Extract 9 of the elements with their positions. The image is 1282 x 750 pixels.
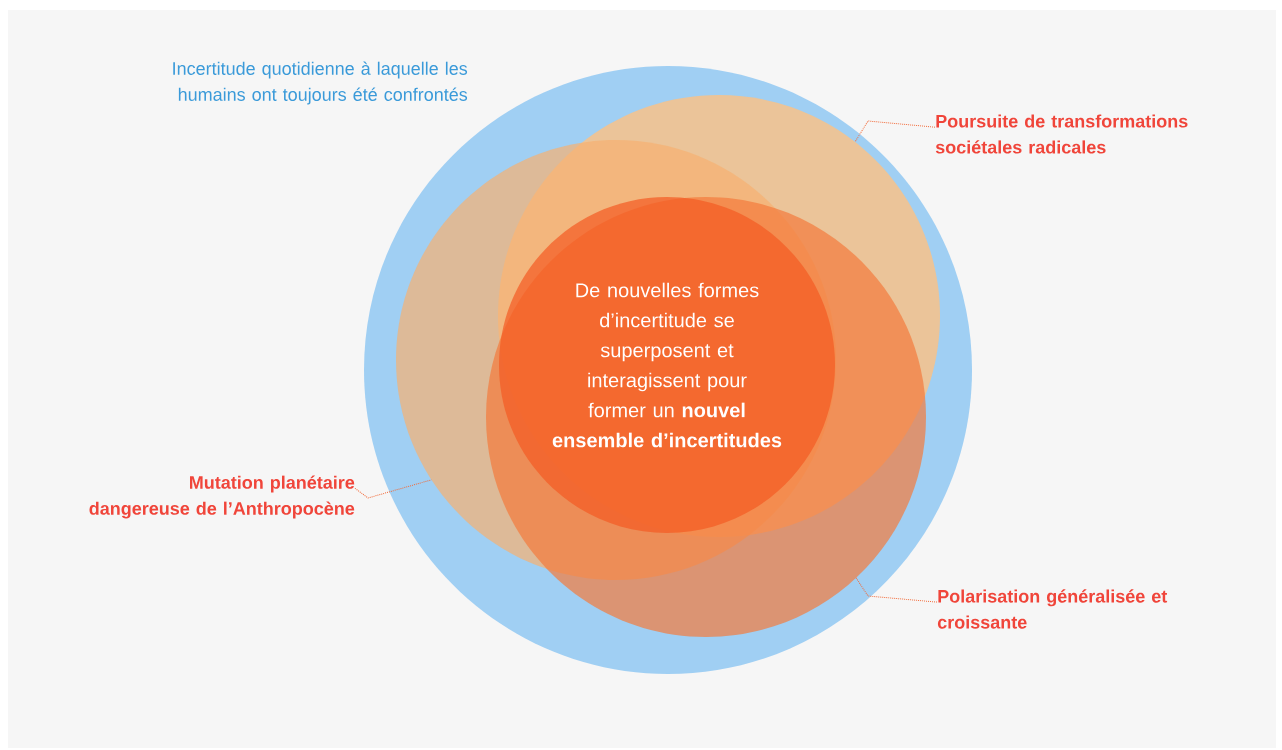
leader-line — [354, 479, 432, 499]
text-label: Incertitude quotidienne à laquelle les humains ont toujours été confrontés — [173, 61, 468, 105]
circle — [499, 197, 835, 533]
center-text: De nouvelles formes d’incertitude se superposent et interagissent pour former un nouvel ensemble d’incertitudes — [552, 282, 782, 448]
leader-line — [855, 577, 938, 603]
leader-line — [854, 120, 936, 143]
callout-label: Mutation planétaire dangereuse de l’Anthropocène — [89, 475, 355, 519]
callout-label: Polarisation généralisée et croissante — [937, 589, 1168, 629]
callout-label: Poursuite de transformations sociétales radicales — [935, 114, 1188, 154]
